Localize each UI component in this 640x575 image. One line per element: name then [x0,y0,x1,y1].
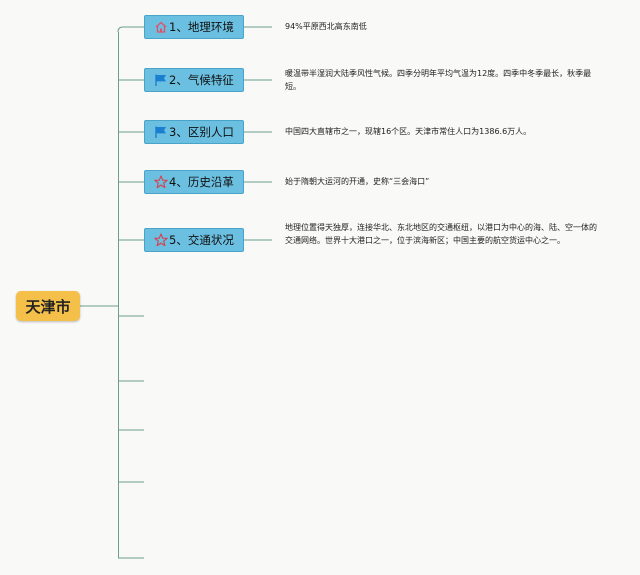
topic-label: 1、地理环境 [169,20,234,34]
red-star-icon [154,233,168,247]
red-star-icon [154,175,168,189]
house-icon [154,20,168,34]
topic-label: 4、历史沿革 [169,175,234,189]
topic-population[interactable]: 3、区别人口 [144,120,244,144]
topic-description: 中国四大直辖市之一，现辖16个区。天津市常住人口为1386.6万人。 [285,127,532,136]
root-label: 天津市 [25,297,71,316]
topic-history[interactable]: 4、历史沿革 [144,170,244,194]
topic-geography[interactable]: 1、地理环境 [144,15,244,39]
topic-climate[interactable]: 2、气候特征 [144,68,244,92]
topic-description: 暖温带半湿润大陆季风性气候。四季分明年平均气温为12度。四季中冬季最长，秋季最短… [285,69,592,91]
blue-flag-icon [154,125,168,139]
topic-transport[interactable]: 5、交通状况 [144,228,244,252]
topic-label: 2、气候特征 [169,73,234,87]
blue-flag-icon [154,73,168,87]
root-topic[interactable]: 天津市 [16,291,80,321]
topic-label: 5、交通状况 [169,233,234,247]
topic-description: 地理位置得天独厚，连接华北、东北地区的交通枢纽，以港口为中心的海、陆、空一体的交… [285,223,597,245]
topic-description: 94%平原西北高东南低 [285,22,367,31]
topic-label: 3、区别人口 [169,125,234,139]
topic-description: 始于隋朝大运河的开通，史称“三会海口” [285,177,430,186]
